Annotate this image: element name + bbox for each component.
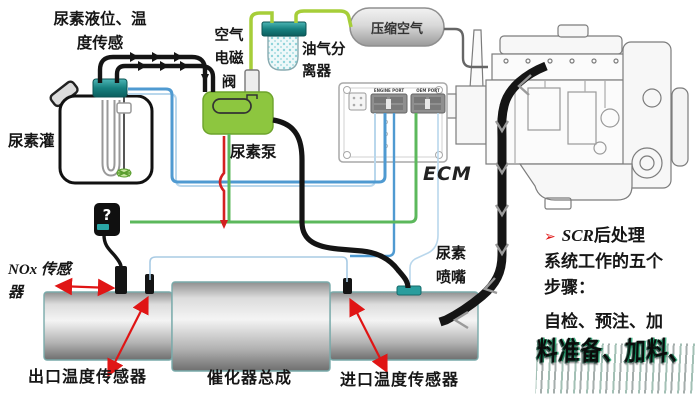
tank-sensor-label: 尿素液位、温 度传感	[53, 11, 147, 53]
nox-box-question: ?	[102, 206, 112, 224]
temp-sensor-wire	[149, 256, 348, 282]
scr-notes-block: ➢ SCR后处理 系统工作的五个 步骤： 自检、预注、加	[544, 223, 700, 335]
separator-label: 油气分 离器	[302, 42, 346, 81]
notes-line5-glitched: 料准备、加料、	[535, 336, 700, 409]
oil-gas-separator	[261, 21, 307, 71]
nox-sensor-label: NOx 传感 器	[8, 262, 71, 302]
notes-line3: 步骤：	[544, 277, 595, 297]
urea-hose	[272, 117, 411, 289]
notes-line4: 自检、预注、加	[544, 312, 663, 332]
urea-tank	[49, 78, 154, 185]
notes-title: SCR后处理	[562, 223, 645, 249]
nozzle-wire	[409, 113, 439, 284]
compressed-air-label: 压缩空气	[370, 21, 423, 36]
outlet-sensor-label: 出口温度传感器	[28, 369, 148, 386]
inlet-temp-probe	[343, 278, 352, 294]
notes-title-en: SCR	[561, 226, 594, 245]
nox-arrow	[54, 277, 116, 297]
inlet-sensor-label: 进口温度传感器	[340, 372, 460, 389]
notes-line2: 系统工作的五个	[544, 251, 663, 271]
tank-cap	[92, 78, 128, 98]
outlet-temp-probe	[145, 274, 154, 294]
nox-control-box	[94, 203, 123, 268]
notes-title-zh: 后处理	[593, 226, 645, 245]
catalyst-body	[171, 281, 331, 372]
nox-can-wire	[130, 113, 418, 224]
ecm-port-right-label: OEM PORT	[416, 88, 440, 93]
glitch-artifact	[535, 343, 697, 394]
engine-illustration	[443, 24, 689, 210]
ecm-port-left-label: ENGINE PORT	[373, 88, 405, 93]
pump-label: 尿素泵	[230, 144, 277, 161]
tube-flow-arrows	[130, 52, 209, 83]
label-arrows	[54, 277, 388, 378]
wiring-harness	[128, 87, 439, 284]
air-tubes	[249, 9, 353, 74]
catalyst-label: 催化器总成	[207, 370, 293, 387]
tank-label: 尿素灌	[8, 133, 55, 150]
exhaust-flow-arrows	[452, 74, 532, 330]
air-line-to-engine	[444, 27, 488, 69]
inlet-arrow	[349, 297, 388, 374]
air-valve-label: 空气 电磁 阀	[214, 28, 244, 91]
outlet-arrow	[107, 295, 149, 378]
urea-pump	[202, 91, 274, 135]
ecm-label: ECM	[423, 163, 472, 185]
nozzle-label: 尿素 喷嘴	[435, 246, 466, 286]
arrow-bullet-icon: ➢	[544, 229, 556, 245]
pump-power-wire	[218, 136, 226, 221]
nox-sensor-probe	[115, 266, 127, 294]
